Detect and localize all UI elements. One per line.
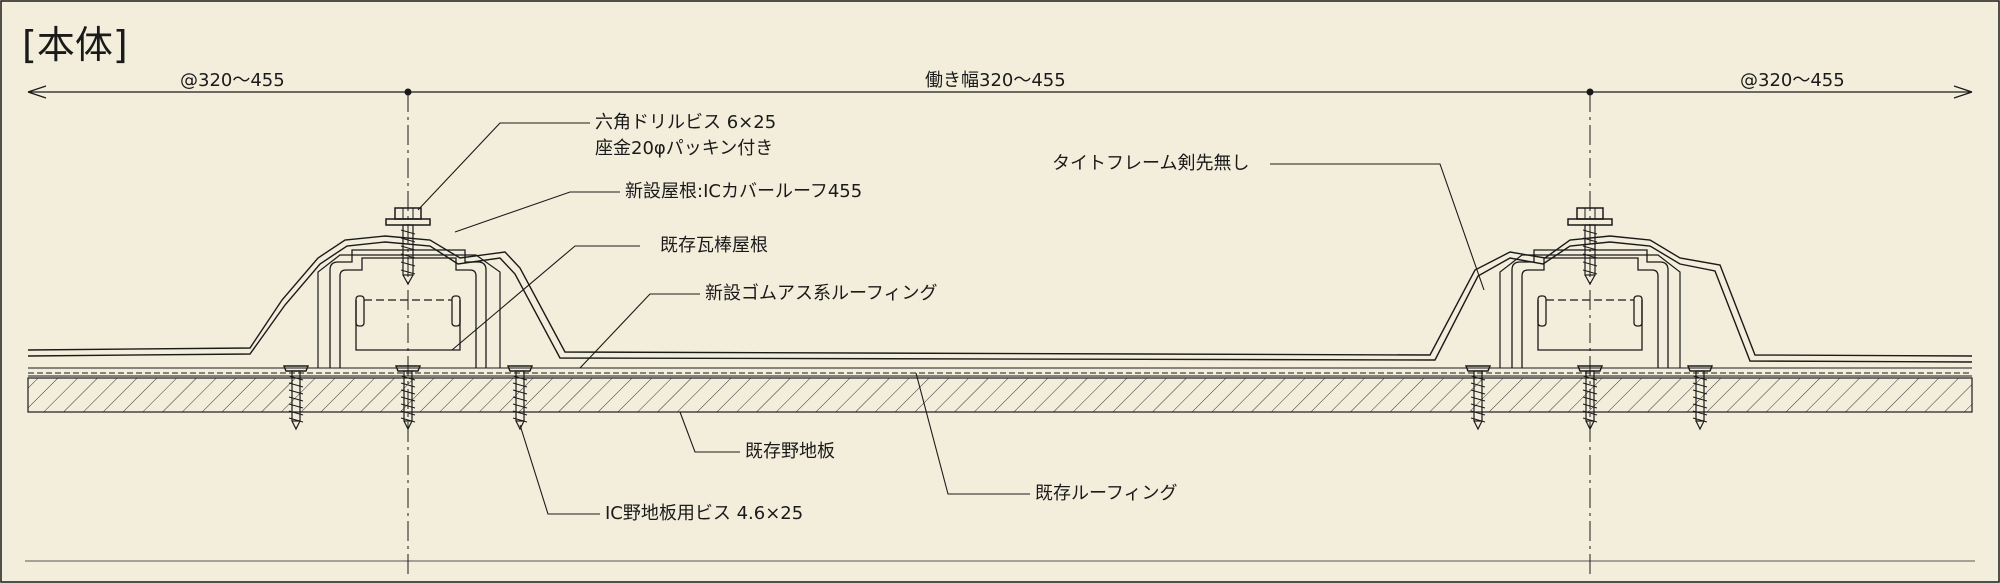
tight-frames [317, 254, 1681, 368]
label-hex-screw-line2: 座金20φパッキン付き [595, 138, 773, 159]
dimension-center: 働き幅320～455 [925, 70, 1066, 91]
label-sheathing-screw: IC野地板用ビス 4.6×25 [605, 503, 803, 524]
drawing-title: [本体] [22, 23, 128, 67]
label-tight-frame: タイトフレーム剣先無し [1052, 153, 1249, 174]
label-existing-roofing: 既存ルーフィング [1035, 483, 1178, 504]
existing-tile-ridge-left [329, 249, 487, 368]
dimension-right: @320～455 [1740, 70, 1845, 91]
existing-tile-ridge-right [1511, 249, 1669, 368]
leader-lines [417, 122, 1485, 515]
roofing-layers [28, 367, 1972, 377]
label-existing-sheathing: 既存野地板 [745, 441, 835, 462]
dimension-line [27, 85, 1973, 99]
dimension-left: @320～455 [180, 70, 285, 91]
label-rubber-roofing: 新設ゴムアス系ルーフィング [705, 283, 938, 304]
center-lines [407, 92, 1591, 575]
existing-sheathing [27, 377, 1973, 413]
new-roof-panel [27, 235, 1973, 363]
label-new-roof: 新設屋根:ICカバールーフ455 [625, 181, 862, 202]
label-existing-tile-ridge: 既存瓦棒屋根 [660, 235, 768, 256]
label-hex-screw-line1: 六角ドリルビス 6×25 [595, 112, 776, 133]
